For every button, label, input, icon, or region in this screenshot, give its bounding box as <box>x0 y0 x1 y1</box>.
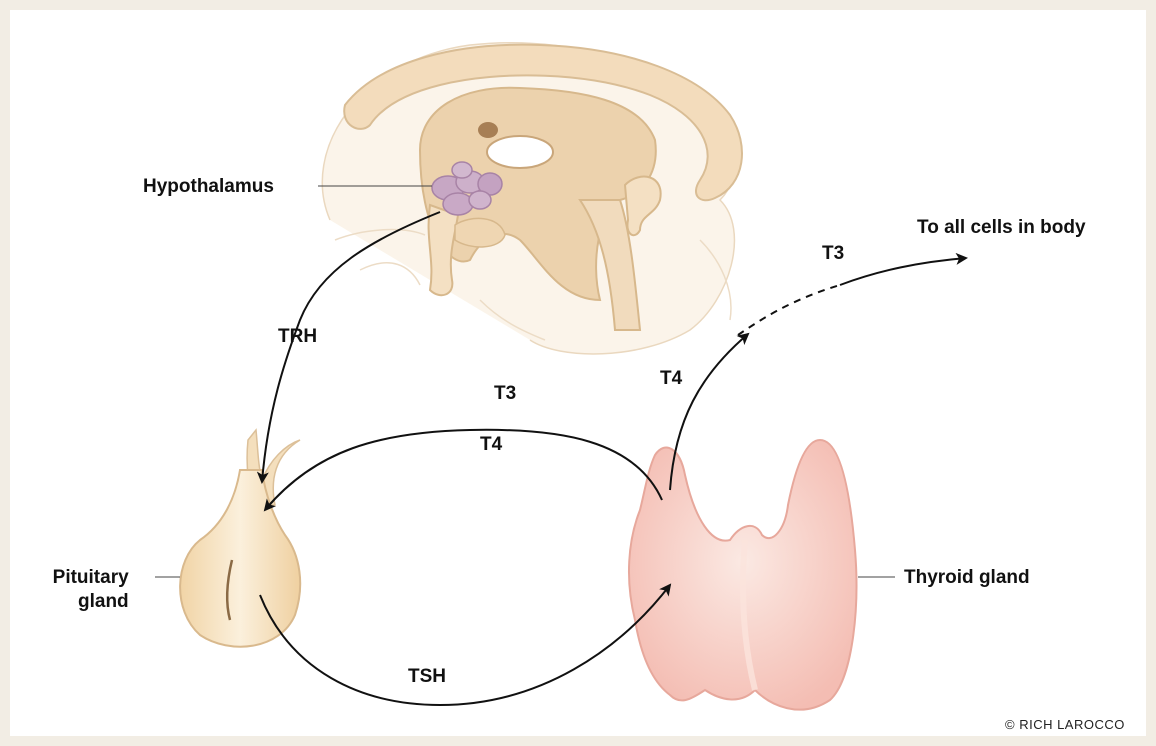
t3-t4-feedback-arrow <box>265 430 662 510</box>
hypothalamus-label: Hypothalamus <box>143 175 274 199</box>
credit-label: © RICH LAROCCO <box>1005 717 1125 732</box>
brain-dark-spot <box>478 122 498 138</box>
t3-loop-label: T3 <box>494 382 516 406</box>
thyroid-illustration <box>629 440 856 710</box>
ventricle <box>487 136 553 168</box>
tsh-arrow <box>260 585 670 705</box>
t3-output-arrow <box>840 258 966 285</box>
optic-region <box>455 218 505 247</box>
t3-output-dashed <box>738 285 840 335</box>
pituitary-label: Pituitary gland <box>46 566 129 614</box>
thyroid-label: Thyroid gland <box>904 566 1030 590</box>
t4-output-label: T4 <box>660 367 682 391</box>
diagram-canvas: Hypothalamus Pituitary gland Thyroid gla… <box>10 10 1146 736</box>
t4-loop-label: T4 <box>480 433 502 457</box>
pituitary-illustration <box>180 430 300 647</box>
brain-illustration <box>322 43 742 354</box>
pituitary-label-line2: gland <box>46 590 129 614</box>
tsh-label: TSH <box>408 665 446 689</box>
target-label: To all cells in body <box>917 216 1086 240</box>
t3-output-label: T3 <box>822 242 844 266</box>
pituitary-label-line1: Pituitary <box>46 566 129 590</box>
trh-label: TRH <box>278 325 317 349</box>
pituitary-body <box>180 470 300 647</box>
